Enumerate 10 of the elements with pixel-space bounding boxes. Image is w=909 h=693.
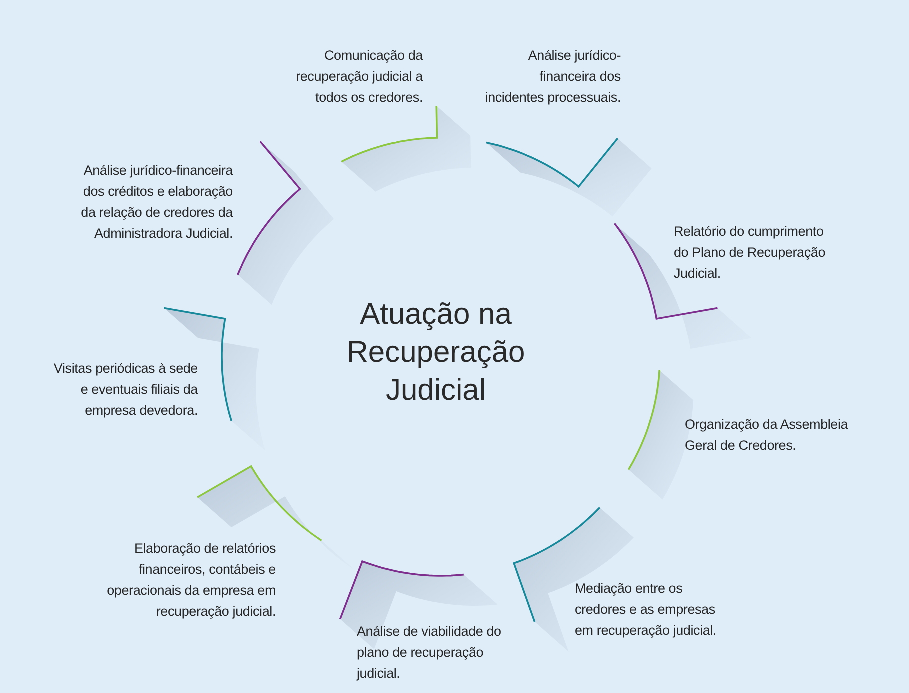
step-description: Análise jurídico-financeira dos incidentes processuais. xyxy=(484,47,621,107)
step-description: Organização da Assembleia Geral de Credores. xyxy=(685,416,850,455)
step-description: Elaboração de relatórios financeiros, contábeis e operacionais da empresa em recuperação judicial. xyxy=(106,540,276,621)
center-title: Atuação na Recuperação Judicial xyxy=(346,297,526,409)
step-description: Análise de viabilidade do plano de recuperação judicial. xyxy=(357,623,502,683)
step-description: Análise jurídico-financeira dos créditos e elaboração da relação de credores da Administradora Judicial. xyxy=(80,162,233,243)
step-description: Comunicação da recuperação judicial a todos os credores. xyxy=(295,47,423,107)
step-description: Relatório do cumprimento do Plano de Recuperação Judicial. xyxy=(674,223,827,283)
step-description: Visitas periódicas à sede e eventuais filiais da empresa devedora. xyxy=(52,360,198,420)
step-description: Mediação entre os credores e as empresas em recuperação judicial. xyxy=(575,580,718,640)
